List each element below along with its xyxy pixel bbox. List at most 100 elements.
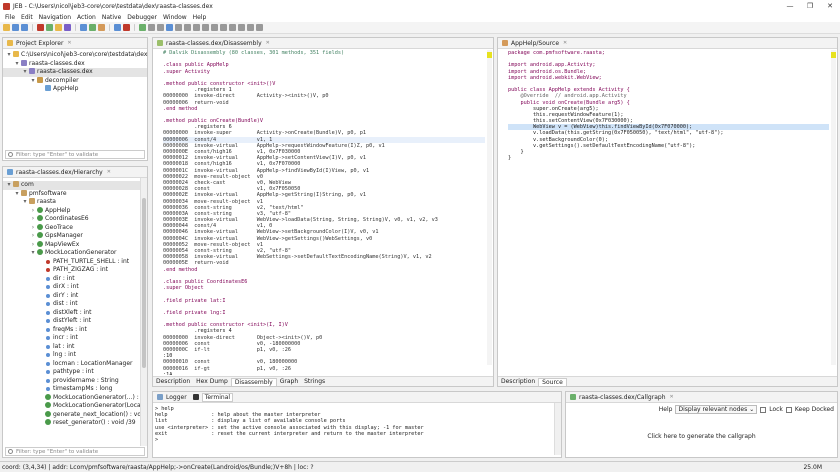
disassembly-line[interactable]: .class public AppHelp [163, 62, 229, 69]
hierarchy-item[interactable]: dirY : int [3, 292, 147, 301]
close-icon[interactable]: ✕ [106, 169, 111, 175]
disassembly-line[interactable]: 0000004C invoke-virtual WebView->getSett… [163, 235, 373, 242]
source-line[interactable]: WebView v = (WebView)this.findViewById(0… [508, 124, 829, 131]
tab-description[interactable]: Description [501, 378, 536, 385]
project-tree-item[interactable]: ▾decompiler [3, 76, 147, 86]
stop-icon[interactable] [37, 24, 44, 31]
disassembly-line[interactable]: 00000000 invoke-super Activity->onCreate… [163, 130, 367, 137]
close-button[interactable]: ✕ [827, 2, 833, 10]
step-out-icon[interactable] [157, 24, 164, 31]
expand-toggle-icon[interactable]: ▾ [31, 249, 35, 256]
hierarchy-item[interactable]: timestampMs : long [3, 385, 147, 394]
watch-icon[interactable] [220, 24, 227, 31]
disassembly-line[interactable]: 0000000C if-lt p1, v0, :26 [163, 347, 292, 353]
help-button[interactable]: Help [658, 406, 673, 413]
source-line[interactable]: import android.app.Activity; [508, 62, 596, 69]
hierarchy-header[interactable]: raasta-classes.dex/Hierarchy ✕ [3, 167, 147, 178]
expand-toggle-icon[interactable]: › [31, 206, 35, 214]
source-line[interactable]: v.getSettings().setDefaultTextEncodingNa… [508, 142, 696, 149]
disassembly-line[interactable]: 00000024 check-cast v0, WebView [163, 179, 292, 186]
disassembly-line[interactable]: 0000003A const-string v3, "utf-8" [163, 210, 292, 217]
expand-toggle-icon[interactable]: › [31, 232, 35, 239]
register-icon[interactable] [247, 24, 254, 31]
project-tree-item[interactable]: AppHelp [3, 85, 147, 94]
hierarchy-item[interactable]: ▾MockLocationGenerator [3, 249, 147, 258]
detach-icon[interactable] [202, 24, 209, 31]
source-line[interactable]: this.requestWindowFeature(1); [508, 111, 624, 118]
tab-logger[interactable]: Logger [166, 393, 187, 401]
source-line[interactable]: import android.webkit.WebView; [508, 74, 602, 81]
disassembly-line[interactable]: 0000002E invoke-virtual AppHelp->getStri… [163, 192, 367, 199]
expand-toggle-icon[interactable]: › [31, 215, 35, 222]
disassembly-line[interactable]: 00000036 const-string v2, "text/html" [163, 204, 304, 211]
disassembly-line[interactable]: # Dalvik Disassembly (80 classes, 301 me… [163, 50, 345, 56]
hierarchy-item[interactable]: dist : int [3, 300, 147, 309]
disassembly-line[interactable]: .method public constructor <init>(I, I)V [163, 322, 288, 329]
hierarchy-item[interactable]: dirX : int [3, 283, 147, 292]
thread-icon[interactable] [238, 24, 245, 31]
hierarchy-item[interactable]: lat : int [3, 343, 147, 352]
menu-debugger[interactable]: Debugger [127, 13, 157, 21]
callgraph-header[interactable]: raasta-classes.dex/Callgraph ✕ [566, 392, 837, 403]
hierarchy-item[interactable]: dir : int [3, 275, 147, 284]
expand-toggle-icon[interactable]: ▾ [23, 198, 27, 205]
disassembly-line[interactable]: 00000016 if-gt p1, v0, :26 [163, 365, 292, 372]
save-icon[interactable] [12, 24, 19, 31]
project-explorer-header[interactable]: Project Explorer ✕ [3, 38, 147, 49]
disassembly-line[interactable]: 00000034 move-result-object v1 [163, 198, 263, 205]
hierarchy-item[interactable]: freqMs : int [3, 326, 147, 335]
expand-toggle-icon[interactable]: › [31, 223, 35, 231]
hierarchy-filter-input[interactable]: Filter: type "Enter" to validate [5, 447, 145, 456]
source-line[interactable]: super.onCreate(arg5); [508, 105, 599, 112]
disassembly-line[interactable]: .registers 1 [163, 87, 232, 94]
disassembly-line[interactable]: 00000006 return-void [163, 99, 229, 106]
disassembly-line[interactable]: :10 [163, 353, 173, 360]
hierarchy-item[interactable]: pathtype : int [3, 368, 147, 377]
expand-toggle-icon[interactable]: › [31, 240, 35, 248]
disassembly-line[interactable]: .end method [163, 105, 198, 112]
close-icon[interactable]: ✕ [67, 40, 72, 46]
keep-docked-checkbox[interactable] [785, 406, 792, 413]
attach-icon[interactable] [193, 24, 200, 31]
hierarchy-item[interactable]: generate_next_location() : void [3, 410, 147, 420]
disassembly-line[interactable]: .super Activity [163, 68, 210, 75]
hierarchy-scrollbar[interactable] [140, 178, 147, 446]
memory-icon[interactable] [229, 24, 236, 31]
close-icon[interactable]: ✕ [265, 40, 270, 46]
disassembly-line[interactable]: 00000058 invoke-virtual WebSettings->set… [163, 254, 432, 261]
run-icon[interactable] [46, 24, 53, 31]
resume-icon[interactable] [166, 24, 173, 31]
step-over-icon[interactable] [148, 24, 155, 31]
source-line[interactable]: @Override // android.app.Activity [508, 93, 627, 100]
source-line[interactable]: v.setBackgroundColor(0); [508, 136, 608, 143]
hierarchy-item[interactable]: PATH_TURTLE_SHELL : int [3, 258, 147, 267]
source-line[interactable]: public void onCreate(Bundle arg5) { [508, 99, 630, 106]
overview-ruler[interactable] [487, 50, 492, 365]
tab-hex-dump[interactable]: Hex Dump [196, 378, 228, 385]
menu-native[interactable]: Native [101, 13, 122, 21]
hierarchy-item[interactable]: ›AppHelp [3, 206, 147, 216]
open-icon[interactable] [3, 24, 10, 31]
hierarchy-item[interactable]: ›GeoTrace [3, 223, 147, 233]
disassembly-line[interactable]: 00000044 const/4 v1, 0 [163, 223, 273, 230]
tab-terminal[interactable]: Terminal [201, 392, 234, 402]
close-icon[interactable]: ✕ [669, 394, 674, 400]
disassembly-line[interactable]: 00000054 const-string v2, "utf-8" [163, 248, 292, 254]
lock-checkbox[interactable] [760, 406, 767, 413]
tab-graph[interactable]: Graph [279, 378, 299, 385]
hierarchy-item[interactable]: reset_generator() : void /39 [3, 419, 147, 428]
console-scrollbar[interactable] [554, 403, 561, 455]
disassembly-line[interactable]: 00000000 invoke-direct Activity-><init>(… [163, 93, 329, 100]
disassembly-line[interactable]: 00000046 invoke-virtual WebView->setBack… [163, 229, 379, 236]
expand-toggle-icon[interactable]: ▾ [7, 51, 11, 58]
disassembly-line[interactable]: 00000006 const v0, -180000000 [163, 340, 301, 347]
project-tree-item[interactable]: ▾raasta-classes.dex [3, 68, 147, 77]
step-into-icon[interactable] [139, 24, 146, 31]
menu-edit[interactable]: Edit [21, 13, 33, 21]
source-line[interactable]: this.setContentView(0x7F030000); [508, 118, 633, 125]
disassembly-line[interactable]: 00000000 invoke-direct Object-><init>()V… [163, 334, 323, 341]
menu-action[interactable]: Action [77, 13, 96, 21]
project-tree-item[interactable]: ▾C:\Users\nicol\jeb3-core\core\testdata\… [3, 51, 147, 60]
tab-description[interactable]: Description [156, 378, 191, 385]
